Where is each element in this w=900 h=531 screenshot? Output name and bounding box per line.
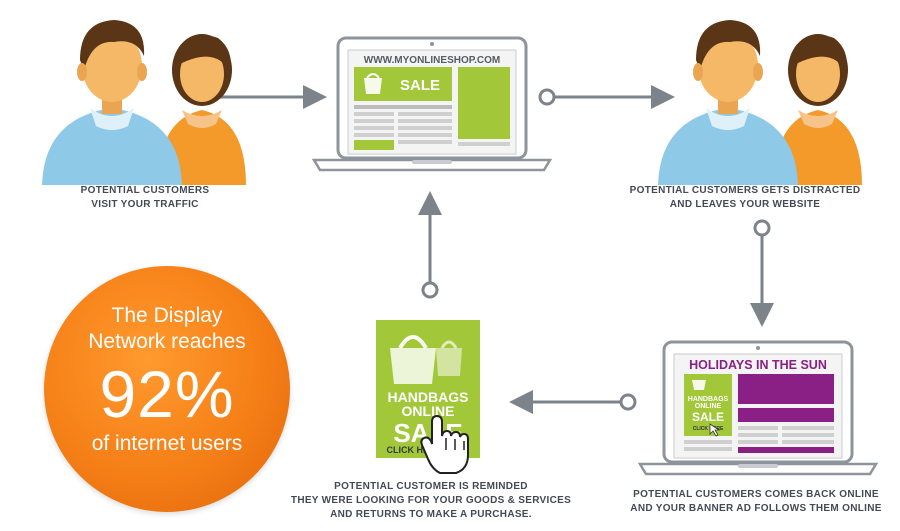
shop-sale-text: SALE: [400, 77, 440, 94]
handbag-icon: [364, 78, 382, 94]
customers-leave-illustration: [658, 20, 862, 185]
woman-figure: [158, 34, 246, 185]
svg-text:CLICK HERE: CLICK HERE: [693, 426, 724, 432]
banner-ad-mini: [684, 374, 732, 436]
laptop-shop-illustration: WWW.MYONLINESHOP.COM SALE: [312, 36, 552, 172]
connector-node: [753, 219, 771, 237]
connector-node: [421, 281, 439, 299]
man-figure: [42, 20, 182, 185]
man-figure: [658, 20, 798, 185]
svg-text:HANDBAGS: HANDBAGS: [688, 396, 729, 403]
svg-text:HANDBAGS: HANDBAGS: [388, 389, 469, 405]
badge-line-2: Network reaches: [88, 330, 246, 353]
svg-text:SALE: SALE: [692, 410, 724, 424]
caption-reminded: POTENTIAL CUSTOMER IS REMINDED THEY WERE…: [290, 481, 572, 520]
laptop-banner-illustration: HOLIDAYS IN THE SUN HANDBAGS ONLINE SALE…: [638, 340, 878, 476]
badge-line-1: The Display: [111, 304, 223, 327]
shop-url-text: WWW.MYONLINESHOP.COM: [364, 55, 500, 66]
connector-node: [619, 393, 637, 411]
badge-percentage: 92%: [99, 357, 235, 431]
caption-visit: POTENTIAL CUSTOMERS VISIT YOUR TRAFFIC: [80, 185, 210, 210]
cursor-hand-icon: [420, 414, 469, 474]
svg-text:ONLINE: ONLINE: [695, 403, 722, 410]
cursor-hand-icon: [709, 423, 721, 437]
badge-line-3: of internet users: [91, 432, 243, 455]
handbag-icon: [692, 380, 706, 390]
display-network-badge: The Display Network reaches 92% of inter…: [44, 266, 290, 512]
caption-back: POTENTIAL CUSTOMERS COMES BACK ONLINE AN…: [630, 489, 882, 514]
holidays-headline: HOLIDAYS IN THE SUN: [689, 358, 827, 372]
handbag-icon: [390, 335, 462, 384]
svg-text:CLICK HERE: CLICK HERE: [386, 445, 441, 455]
caption-leave: POTENTIAL CUSTOMERS GETS DISTRACTED AND …: [629, 185, 861, 210]
svg-text:ONLINE: ONLINE: [402, 403, 455, 419]
handbags-banner-ad: HANDBAGS ONLINE SALE CLICK HERE: [376, 320, 480, 474]
customers-visit-illustration: [42, 20, 246, 185]
woman-figure: [774, 34, 862, 185]
